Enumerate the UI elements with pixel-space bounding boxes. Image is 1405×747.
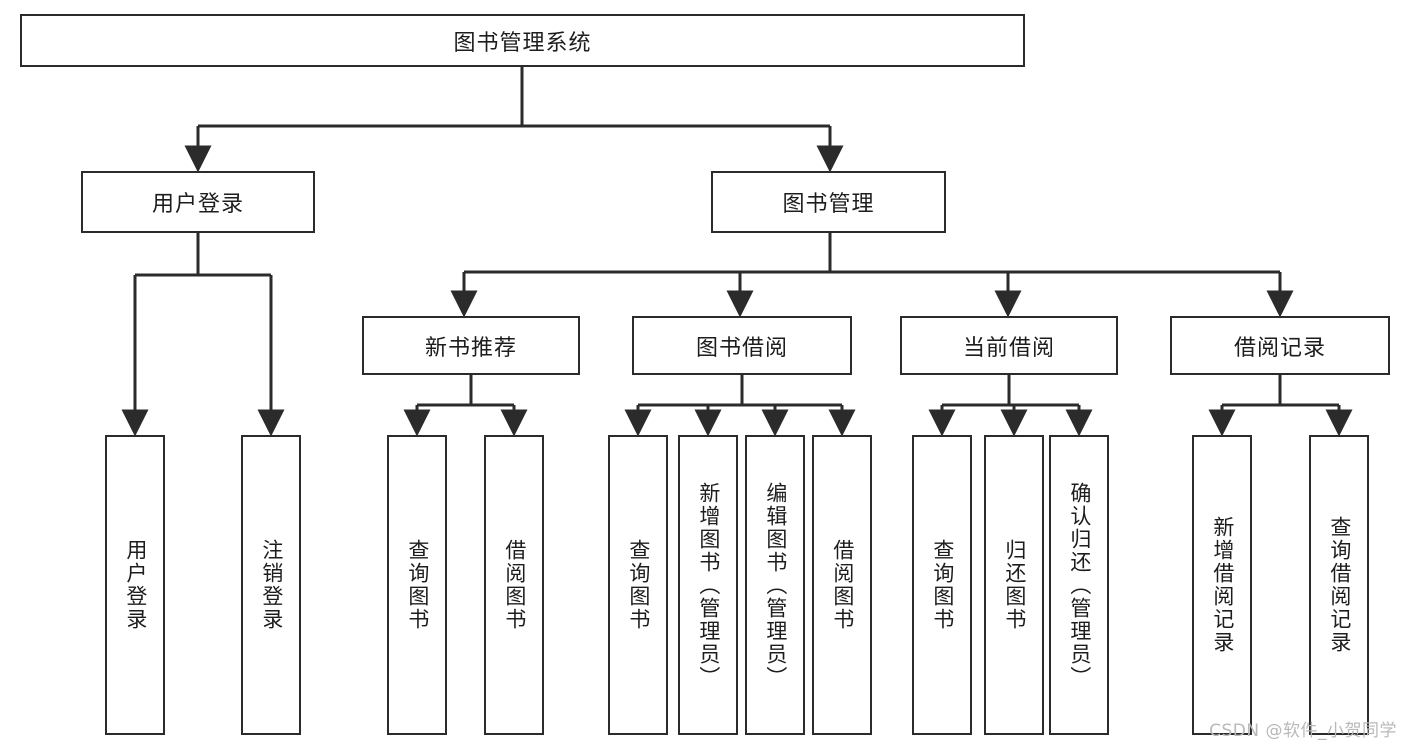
- node-new-book-recommendation-label: 新书推荐: [424, 335, 517, 361]
- node-borrowing-records[interactable]: 借阅记录: [1170, 316, 1390, 375]
- leaf-user-login[interactable]: 用户登录: [105, 435, 165, 735]
- leaf-label: 查询图书: [405, 539, 430, 631]
- leaf-label: 借阅图书: [502, 539, 527, 631]
- leaf-label: 新增图书（管理员）: [696, 481, 721, 689]
- leaf-label: 用户登录: [123, 539, 148, 631]
- node-book-borrowing-label: 图书借阅: [695, 335, 788, 361]
- leaf-query-books-borrow[interactable]: 查询图书: [608, 435, 668, 735]
- node-book-management-label: 图书管理: [782, 192, 875, 217]
- leaf-label: 查询借阅记录: [1327, 516, 1352, 654]
- leaf-label: 确认归还（管理员）: [1067, 481, 1092, 689]
- leaf-label: 借阅图书: [830, 539, 855, 631]
- leaf-add-borrowing-record[interactable]: 新增借阅记录: [1192, 435, 1252, 735]
- leaf-borrow-books-new[interactable]: 借阅图书: [484, 435, 544, 735]
- leaf-query-books-current[interactable]: 查询图书: [912, 435, 972, 735]
- csdn-watermark: CSDN @软件_小贺同学: [1209, 721, 1397, 741]
- node-user-login-label: 用户登录: [151, 192, 244, 217]
- leaf-label: 查询图书: [930, 539, 955, 631]
- leaf-return-books[interactable]: 归还图书: [984, 435, 1044, 735]
- leaf-borrow-books[interactable]: 借阅图书: [812, 435, 872, 735]
- leaf-edit-book-admin[interactable]: 编辑图书（管理员）: [745, 435, 805, 735]
- node-borrowing-records-label: 借阅记录: [1233, 335, 1326, 361]
- node-new-book-recommendation[interactable]: 新书推荐: [362, 316, 580, 375]
- leaf-label: 新增借阅记录: [1210, 516, 1235, 654]
- node-book-management[interactable]: 图书管理: [711, 171, 946, 233]
- node-root-label: 图书管理系统: [453, 30, 592, 56]
- leaf-label: 编辑图书（管理员）: [763, 481, 788, 689]
- node-book-borrowing[interactable]: 图书借阅: [632, 316, 852, 375]
- node-current-borrowing[interactable]: 当前借阅: [900, 316, 1118, 375]
- node-user-login[interactable]: 用户登录: [81, 171, 315, 233]
- leaf-query-borrowing-record[interactable]: 查询借阅记录: [1309, 435, 1369, 735]
- node-current-borrowing-label: 当前借阅: [962, 335, 1055, 361]
- leaf-query-books-new[interactable]: 查询图书: [387, 435, 447, 735]
- leaf-label: 归还图书: [1002, 539, 1027, 631]
- node-root[interactable]: 图书管理系统: [20, 14, 1025, 67]
- leaf-label: 查询图书: [626, 539, 651, 631]
- leaf-logout[interactable]: 注销登录: [241, 435, 301, 735]
- leaf-add-book-admin[interactable]: 新增图书（管理员）: [678, 435, 738, 735]
- leaf-confirm-return-admin[interactable]: 确认归还（管理员）: [1049, 435, 1109, 735]
- leaf-label: 注销登录: [259, 539, 284, 631]
